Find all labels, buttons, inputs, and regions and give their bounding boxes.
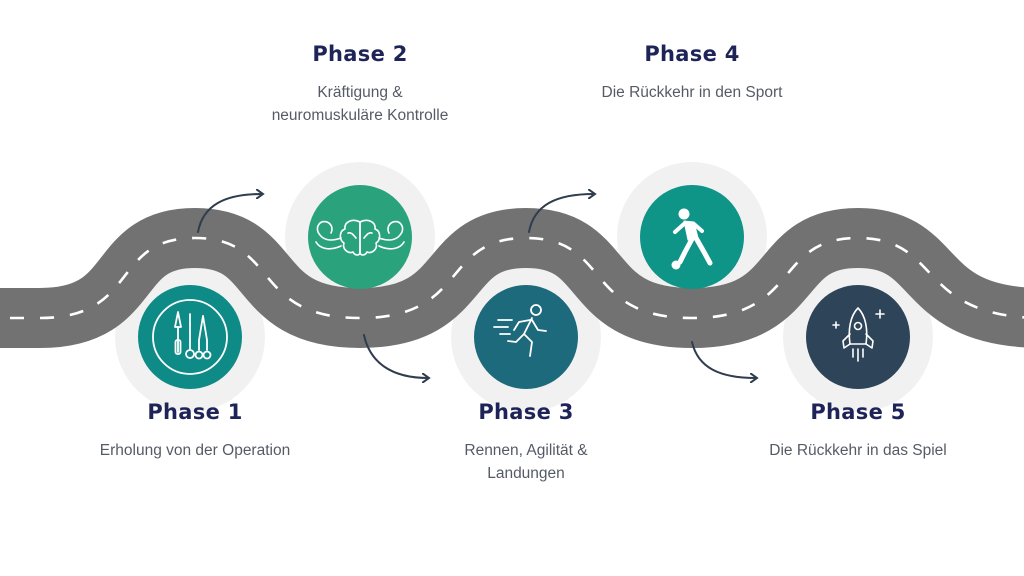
- soccer-player-icon: [671, 208, 713, 270]
- arrow-phase-4-to-5: [691, 341, 756, 378]
- road: [0, 207, 1024, 349]
- phase-4-description: Die Rückkehr in den Sport: [601, 84, 783, 101]
- phase-2-node: [308, 185, 412, 289]
- arrow-phase-2-to-3: [363, 334, 428, 378]
- phase-5-node: [806, 285, 910, 389]
- arrow-phase-3-to-4: [528, 194, 594, 233]
- transition-arrows: [197, 194, 756, 378]
- arrow-phase-1-to-2: [197, 194, 262, 233]
- brain-muscle-icon: [315, 219, 405, 256]
- phase-1-node: [138, 285, 242, 389]
- phase-3-node: [474, 285, 578, 389]
- phase-3-description: Rennen, Agilität & Landungen: [464, 442, 588, 482]
- phase-2-description: Kräftigung & neuromuskuläre Kontrolle: [271, 84, 449, 124]
- phase-5-circle: [806, 285, 910, 389]
- phase-1-title: Phase 1: [147, 400, 243, 424]
- road-center-line: [0, 236, 1024, 320]
- phase-5-title: Phase 5: [810, 400, 906, 424]
- phase-5-description: Die Rückkehr in das Spiel: [769, 442, 947, 459]
- phase-2-title: Phase 2: [312, 42, 408, 66]
- rocket-icon: [832, 307, 885, 362]
- phase-4-title: Phase 4: [644, 42, 740, 66]
- surgical-instruments-icon: [152, 299, 228, 375]
- phase-1-description: Erholung von der Operation: [99, 442, 291, 459]
- phase-4-node: [640, 185, 744, 289]
- runner-icon: [493, 304, 547, 357]
- phase-3-title: Phase 3: [478, 400, 574, 424]
